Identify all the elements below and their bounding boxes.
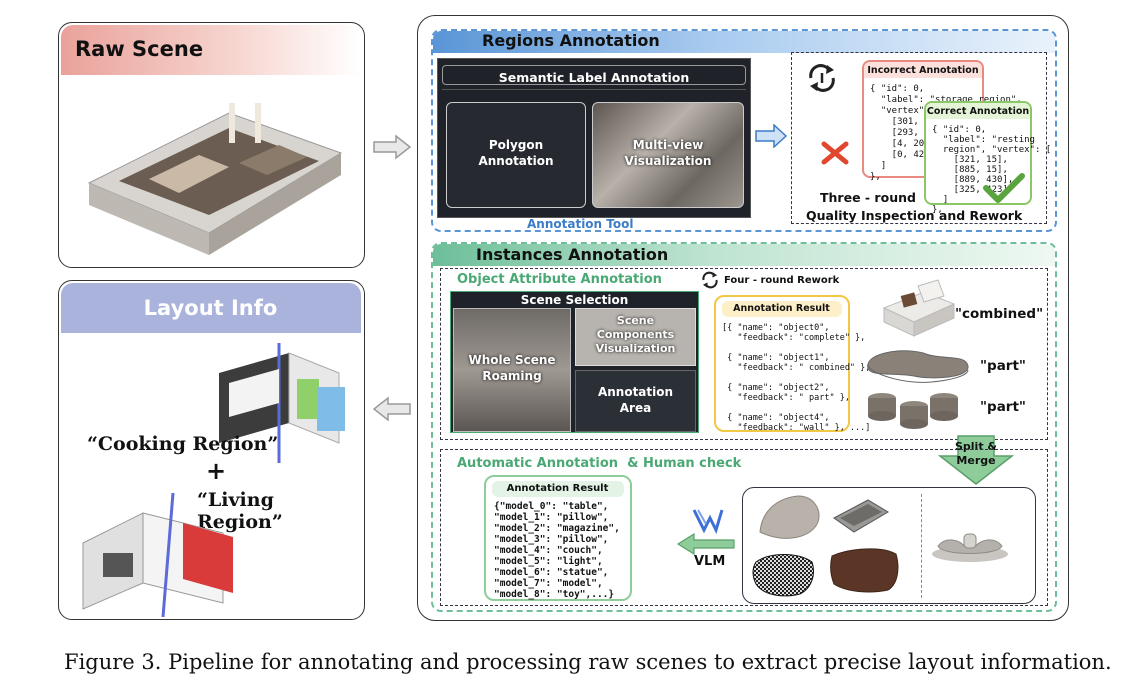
pillow-grey-render <box>759 495 820 539</box>
multiview-label: Multi-view Visualization <box>624 138 712 168</box>
arrow-right-blue-icon <box>755 124 788 148</box>
combined-couch-render <box>882 279 956 337</box>
quality-inspection-box <box>791 52 1047 224</box>
object-result-code: [{ "name": "object0", "feedback": "compl… <box>722 323 871 433</box>
rework-cycle-icon <box>809 64 835 92</box>
regions-header-band <box>433 31 1055 53</box>
object-attribute-group <box>440 268 1048 440</box>
arrow-left-icon <box>372 396 411 422</box>
plus-sign: + <box>206 457 227 485</box>
scene-selection-screen: Scene Selection Whole Scene Roaming Scen… <box>450 291 699 433</box>
inspection-line2: Quality Inspection and Rework <box>806 208 1023 223</box>
incorrect-annotation-title: Incorrect Annotation <box>867 65 979 76</box>
annotation-area-label: Annotation Area <box>597 385 674 415</box>
auto-result-code: {"model_0": "table", "model_1": "pillow"… <box>494 501 620 600</box>
figure-caption: Figure 3. Pipeline for annotating and pr… <box>64 650 1112 674</box>
instances-annotation-group <box>431 242 1057 612</box>
correct-annotation-code: { "id": 0, "label": "resting region", "v… <box>932 125 1052 215</box>
correct-annotation-title: Correct Annotation <box>926 106 1030 117</box>
rework-cycle-small-icon <box>702 271 718 289</box>
multiview-pane <box>592 102 744 208</box>
statue-render <box>932 533 1008 562</box>
pillow-checked-render <box>752 554 814 597</box>
inspection-line1: Three - round <box>820 190 916 205</box>
auto-result-title: Annotation Result <box>506 483 609 494</box>
arrow-left-green-icon <box>676 533 735 555</box>
raw-scene-header <box>61 25 361 75</box>
layout-info-title: Layout Info <box>143 296 278 320</box>
part-table-render <box>867 350 969 383</box>
living-region-render <box>82 493 233 617</box>
part-stools-render <box>868 393 958 429</box>
components-label: Scene Components Visualization <box>595 314 676 355</box>
regions-annotation-group <box>431 29 1057 232</box>
raw-scene-title: Raw Scene <box>75 37 204 61</box>
regions-annotation-title: Regions Annotation <box>482 31 660 50</box>
scene-selection-title: Scene Selection <box>520 293 629 307</box>
cooking-region-render <box>219 343 345 463</box>
vlm-icon <box>692 509 724 534</box>
split-merge-arrow-icon <box>937 435 1015 485</box>
annotation-tool-screen: Semantic Label Annotation Polygon Annota… <box>437 58 751 218</box>
layout-info-panel: Layout Info “Cooking Region” + “Living R… <box>58 280 365 620</box>
living-region-label: “Living Region” <box>197 489 283 533</box>
semantic-label-annotation: Semantic Label Annotation <box>498 70 690 85</box>
object-result-title: Annotation Result <box>733 303 830 314</box>
polygon-annotation-pane <box>446 102 586 208</box>
vlm-label: VLM <box>694 554 726 569</box>
layout-info-header <box>61 283 361 333</box>
instances-header-band <box>433 244 1055 266</box>
arrow-right-icon <box>373 134 412 160</box>
label-part-1: "part" <box>980 358 1026 374</box>
whole-scene-pane <box>453 308 571 432</box>
object-result-card: Annotation Result [{ "name": "object0", … <box>714 295 870 433</box>
auto-result-card: Annotation Result {"model_0": "table", "… <box>484 475 632 601</box>
pillow-brown-render <box>830 548 899 593</box>
cross-icon <box>821 141 849 165</box>
instances-annotation-title: Instances Annotation <box>476 245 669 264</box>
components-pane <box>575 308 696 366</box>
cooking-region-label: “Cooking Region” <box>87 433 279 455</box>
label-part-2: "part" <box>980 399 1026 415</box>
object-attribute-title: Object Attribute Annotation <box>457 272 662 287</box>
annotation-area-pane <box>575 370 696 432</box>
raw-scene-panel: Raw Scene <box>58 22 365 268</box>
automatic-annotation-group <box>440 449 1048 606</box>
raw-scene-render <box>87 103 343 255</box>
annotation-tool-label: Annotation Tool <box>527 217 634 231</box>
label-combined: "combined" <box>955 306 1044 322</box>
four-round-rework: Four - round Rework <box>724 275 840 286</box>
whole-scene-label: Whole Scene Roaming <box>468 353 556 383</box>
polygon-annotation-label: Polygon Annotation <box>478 138 554 168</box>
automatic-annotation-title: Automatic Annotation & Human check <box>457 456 742 471</box>
magazine-render <box>833 499 889 533</box>
check-icon <box>983 173 1025 203</box>
